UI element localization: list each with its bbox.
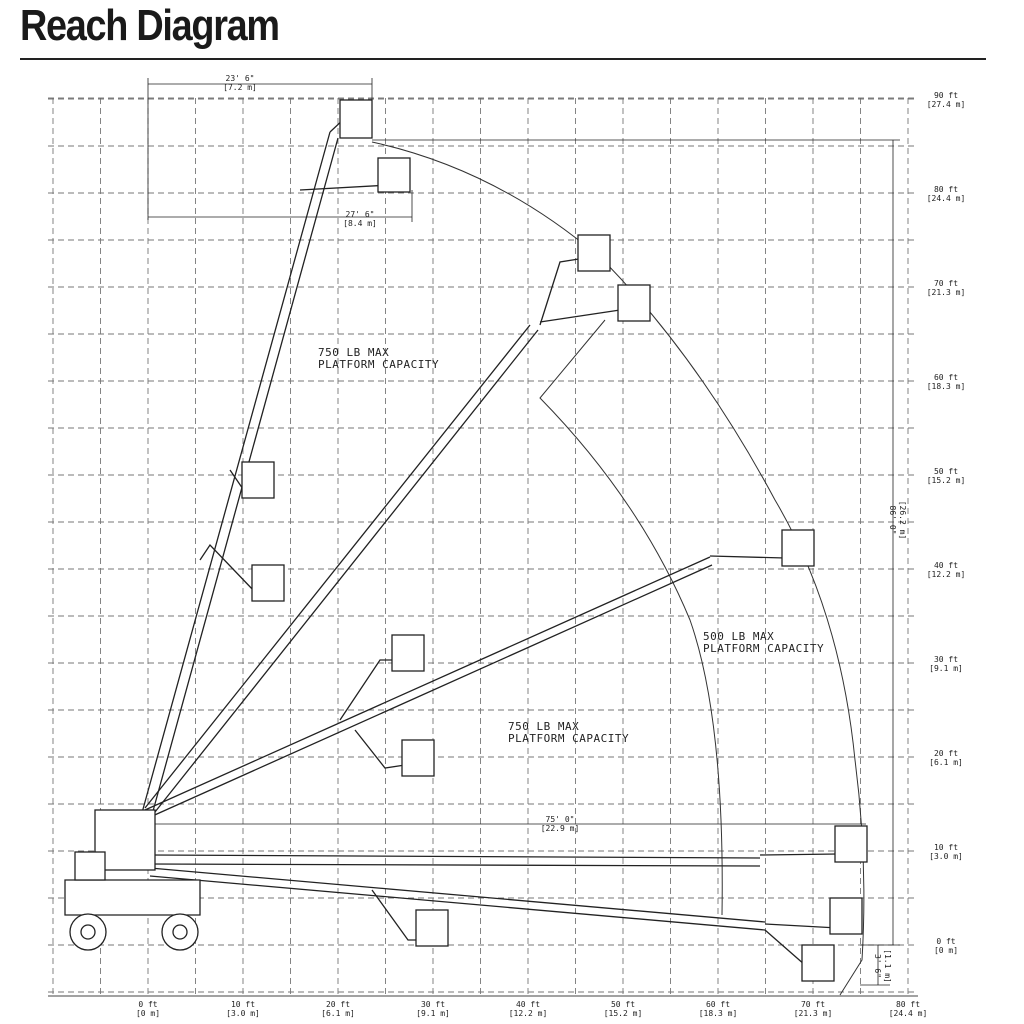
jib-lower (764, 923, 839, 966)
x-tick-label-m: [6.1 m] (321, 1009, 355, 1018)
x-tick-label-m: [21.3 m] (794, 1009, 833, 1018)
y-tick-label-m: [24.4 m] (927, 194, 966, 203)
jib-mid (709, 555, 786, 559)
x-tick-label-ft: 80 ft (896, 1000, 920, 1009)
dimension-top-width-ft: 23' 6" (226, 74, 255, 83)
platform-left-upper (241, 461, 275, 499)
y-tick-label-m: [12.2 m] (927, 570, 966, 579)
y-tick-label-m: [0 m] (934, 946, 958, 955)
platform-horizontal (834, 825, 868, 863)
capacity-500-line2: PLATFORM CAPACITY (703, 642, 824, 655)
y-tick-label-m: [3.0 m] (929, 852, 963, 861)
capacity-750-upper-line2: PLATFORM CAPACITY (318, 358, 439, 371)
counterweight (74, 851, 106, 881)
jib-middle-left (339, 659, 406, 769)
capacity-750-lower-line2: PLATFORM CAPACITY (508, 732, 629, 745)
x-tick-label-ft: 30 ft (421, 1000, 445, 1009)
platform-center-upper (391, 634, 425, 672)
y-tick-label-ft: 90 ft (934, 91, 958, 100)
dimension-top-width: 23' 6" [7.2 m] (147, 74, 373, 220)
x-tick-label-m: [9.1 m] (416, 1009, 450, 1018)
dimension-top-width-m: [7.2 m] (223, 83, 257, 92)
x-tick-label-ft: 0 ft (138, 1000, 157, 1009)
capacity-750-upper-line1: 750 LB MAX (318, 346, 389, 359)
y-tick-label-m: [18.3 m] (927, 382, 966, 391)
x-tick-label-m: [24.4 m] (889, 1009, 928, 1018)
y-tick-label-m: [27.4 m] (927, 100, 966, 109)
x-tick-label-m: [0 m] (136, 1009, 160, 1018)
machine-chassis (64, 809, 201, 951)
x-tick-label-m: [12.2 m] (509, 1009, 548, 1018)
chassis-body (64, 879, 201, 916)
y-tick-label-m: [6.1 m] (929, 758, 963, 767)
dimension-below-grade-ft: 3' 6" (873, 954, 882, 978)
title-rule (20, 58, 986, 60)
platform-top (339, 99, 373, 139)
platform-right-mid (781, 529, 815, 567)
y-axis-labels: 90 ft[27.4 m] 80 ft[24.4 m] 70 ft[21.3 m] 6… (927, 91, 966, 955)
x-tick-label-m: [18.3 m] (699, 1009, 738, 1018)
x-tick-label-ft: 50 ft (611, 1000, 635, 1009)
dimension-max-height: 86' 0" [26.2 m] (372, 139, 907, 946)
reach-envelope-inner (539, 319, 723, 916)
dimension-upper-width: 27' 6" [8.4 m] (148, 190, 413, 228)
dimension-horizontal-reach: 75' 0" [22.9 m] (148, 815, 866, 833)
platform-upper-right (577, 234, 611, 272)
platforms (241, 99, 868, 982)
y-tick-label-ft: 20 ft (934, 749, 958, 758)
capacity-750-lower-line1: 750 LB MAX (508, 720, 579, 733)
platform-center-lower (401, 739, 435, 777)
x-tick-label-ft: 20 ft (326, 1000, 350, 1009)
grid-lines (48, 98, 918, 996)
x-tick-label-ft: 10 ft (231, 1000, 255, 1009)
platform-left-lower (251, 564, 285, 602)
platform-low-right (829, 897, 863, 935)
dimension-horizontal-reach-ft: 75' 0" (546, 815, 575, 824)
x-tick-label-ft: 70 ft (801, 1000, 825, 1009)
y-tick-label-m: [15.2 m] (927, 476, 966, 485)
dimension-max-height-ft: 86' 0" (888, 506, 897, 535)
boom-lower (149, 867, 766, 931)
platform-top-2 (377, 157, 411, 193)
y-tick-label-ft: 70 ft (934, 279, 958, 288)
page-title: Reach Diagram (20, 1, 280, 50)
capacity-500-line1: 500 LB MAX (703, 630, 774, 643)
front-wheel-hub (172, 924, 188, 940)
x-tick-label-m: [3.0 m] (226, 1009, 260, 1018)
y-tick-label-ft: 10 ft (934, 843, 958, 852)
x-axis-labels: 0 ft[0 m] 10 ft[3.0 m] 20 ft[6.1 m] 30 ft[9… (136, 1000, 927, 1018)
platform-upper-right-2 (617, 284, 651, 322)
jib-horizontal (759, 853, 839, 856)
y-tick-label-ft: 50 ft (934, 467, 958, 476)
y-tick-label-ft: 60 ft (934, 373, 958, 382)
boom-vertical (139, 131, 339, 823)
boom-positions (139, 117, 839, 966)
dimension-horizontal-reach-m: [22.9 m] (541, 824, 580, 833)
dimension-max-height-m: [26.2 m] (898, 501, 907, 540)
dimension-below-grade: 3' 6" [1.1 m] (860, 945, 892, 986)
x-tick-label-ft: 60 ft (706, 1000, 730, 1009)
platform-below-center (415, 909, 449, 947)
boom-horizontal (149, 854, 761, 867)
x-tick-label-m: [15.2 m] (604, 1009, 643, 1018)
y-tick-label-ft: 40 ft (934, 561, 958, 570)
y-tick-label-ft: 80 ft (934, 185, 958, 194)
rear-wheel-hub (80, 924, 96, 940)
boom-diagonal (144, 324, 539, 813)
boom-mid (144, 556, 713, 819)
x-tick-label-ft: 40 ft (516, 1000, 540, 1009)
jib-diagonal (539, 257, 621, 326)
dimension-below-grade-m: [1.1 m] (883, 949, 892, 983)
dimension-upper-width-m: [8.4 m] (343, 219, 377, 228)
platform-below-grade (801, 944, 835, 982)
y-tick-label-ft: 0 ft (936, 937, 955, 946)
y-tick-label-m: [9.1 m] (929, 664, 963, 673)
reach-envelope-outer (371, 141, 865, 996)
y-tick-label-m: [21.3 m] (927, 288, 966, 297)
y-tick-label-ft: 30 ft (934, 655, 958, 664)
dimension-upper-width-ft: 27' 6" (346, 210, 375, 219)
